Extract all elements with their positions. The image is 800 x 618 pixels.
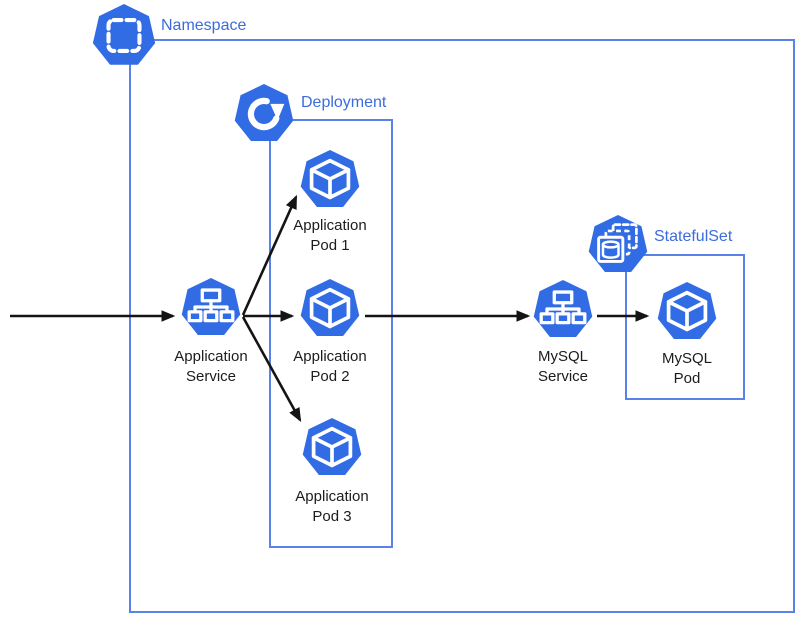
application-service-label: Application Service	[146, 347, 276, 387]
application-pod-3-label: Application Pod 3	[267, 487, 397, 527]
deployment-icon	[233, 83, 295, 145]
label-line-1: MySQL	[537, 348, 588, 365]
application-pod-2-icon	[299, 278, 361, 340]
arrow-service-to-pod3	[241, 316, 302, 423]
label-line-2: Service	[537, 368, 589, 385]
label-line-1: Application	[174, 348, 248, 365]
application-pod-3-icon	[301, 417, 363, 479]
namespace-icon	[91, 3, 157, 69]
mysql-pod-label: MySQL Pod	[622, 349, 752, 389]
label-line-2: Pod 3	[312, 508, 352, 525]
arrow-service-to-pod1	[241, 194, 298, 316]
statefulset-icon	[587, 214, 649, 276]
mysql-service-icon	[532, 279, 594, 341]
label-line-1: Application	[293, 217, 367, 234]
statefulset-label: StatefulSet	[654, 228, 733, 245]
label-line-2: Pod 1	[310, 237, 350, 254]
label-line-2: Service	[185, 368, 237, 385]
application-pod-1-label: Application Pod 1	[265, 216, 395, 256]
deployment-label: Deployment	[301, 94, 387, 111]
statefulset-box	[625, 254, 745, 400]
application-service-icon	[180, 277, 242, 339]
application-pod-2-label: Application Pod 2	[265, 347, 395, 387]
deployment-box	[269, 119, 393, 548]
mysql-pod-icon	[656, 281, 718, 343]
label-line-1: Application	[293, 348, 367, 365]
application-pod-1-icon	[299, 149, 361, 211]
namespace-box	[129, 39, 795, 613]
mysql-service-label: MySQL Service	[498, 347, 628, 387]
namespace-label: Namespace	[161, 17, 247, 34]
label-line-1: Application	[295, 488, 369, 505]
label-line-2: Pod	[673, 370, 701, 387]
label-line-1: MySQL	[661, 350, 712, 367]
label-line-2: Pod 2	[310, 368, 350, 385]
